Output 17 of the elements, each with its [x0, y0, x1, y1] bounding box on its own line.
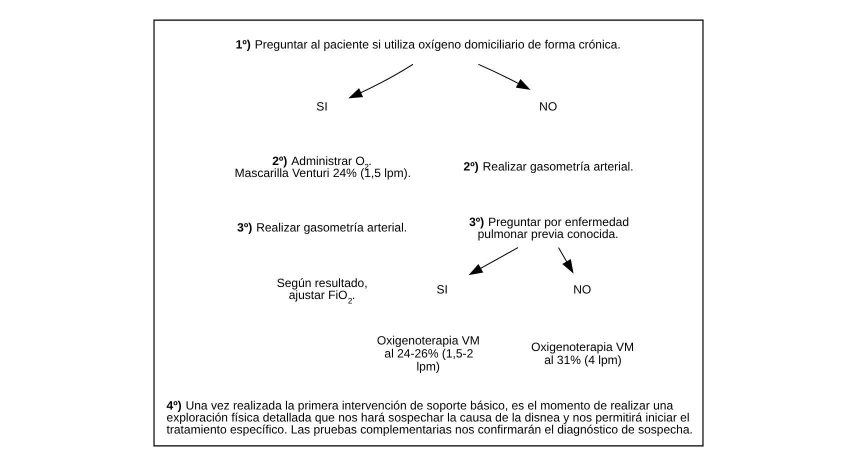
node-text: SI [436, 282, 448, 297]
node-text: 3º) Preguntar por enfermedad pulmonar previa conocida. [469, 215, 630, 242]
arrow [348, 64, 414, 98]
label: Oxigenoterapia VM al 24-26% (1,5-2 lpm) [376, 333, 480, 374]
node-text: SI [316, 99, 328, 114]
label: Según resultado, ajustar FiO$_{2}$. [276, 276, 368, 306]
label: Oxigenoterapia VM al 31% (4 lpm) [531, 340, 634, 367]
node-text: NO [539, 99, 558, 114]
arrow [558, 247, 574, 274]
label: 3º) Realizar gasometría arterial. [237, 220, 408, 235]
node-text: NO [573, 282, 592, 297]
label: 4º) Una vez realizada la primera intervención de soporte básico, es el momento de realizar una exploración física detallada que nos hará sospechar la causa de la disnea y nos permitirá iniciar el tratamiento específico. Las pruebas complementarias nos confirmarán el diagnóstico de sospecha. [166, 398, 693, 436]
label: 2º) Realizar gasometría arterial. [464, 159, 634, 174]
cluster [153, 20, 704, 446]
node-text: 1º) Preguntar al paciente si utiliza oxígeno domiciliario de forma crónica. [236, 37, 621, 52]
arrow [478, 64, 530, 90]
arrow [468, 247, 518, 276]
